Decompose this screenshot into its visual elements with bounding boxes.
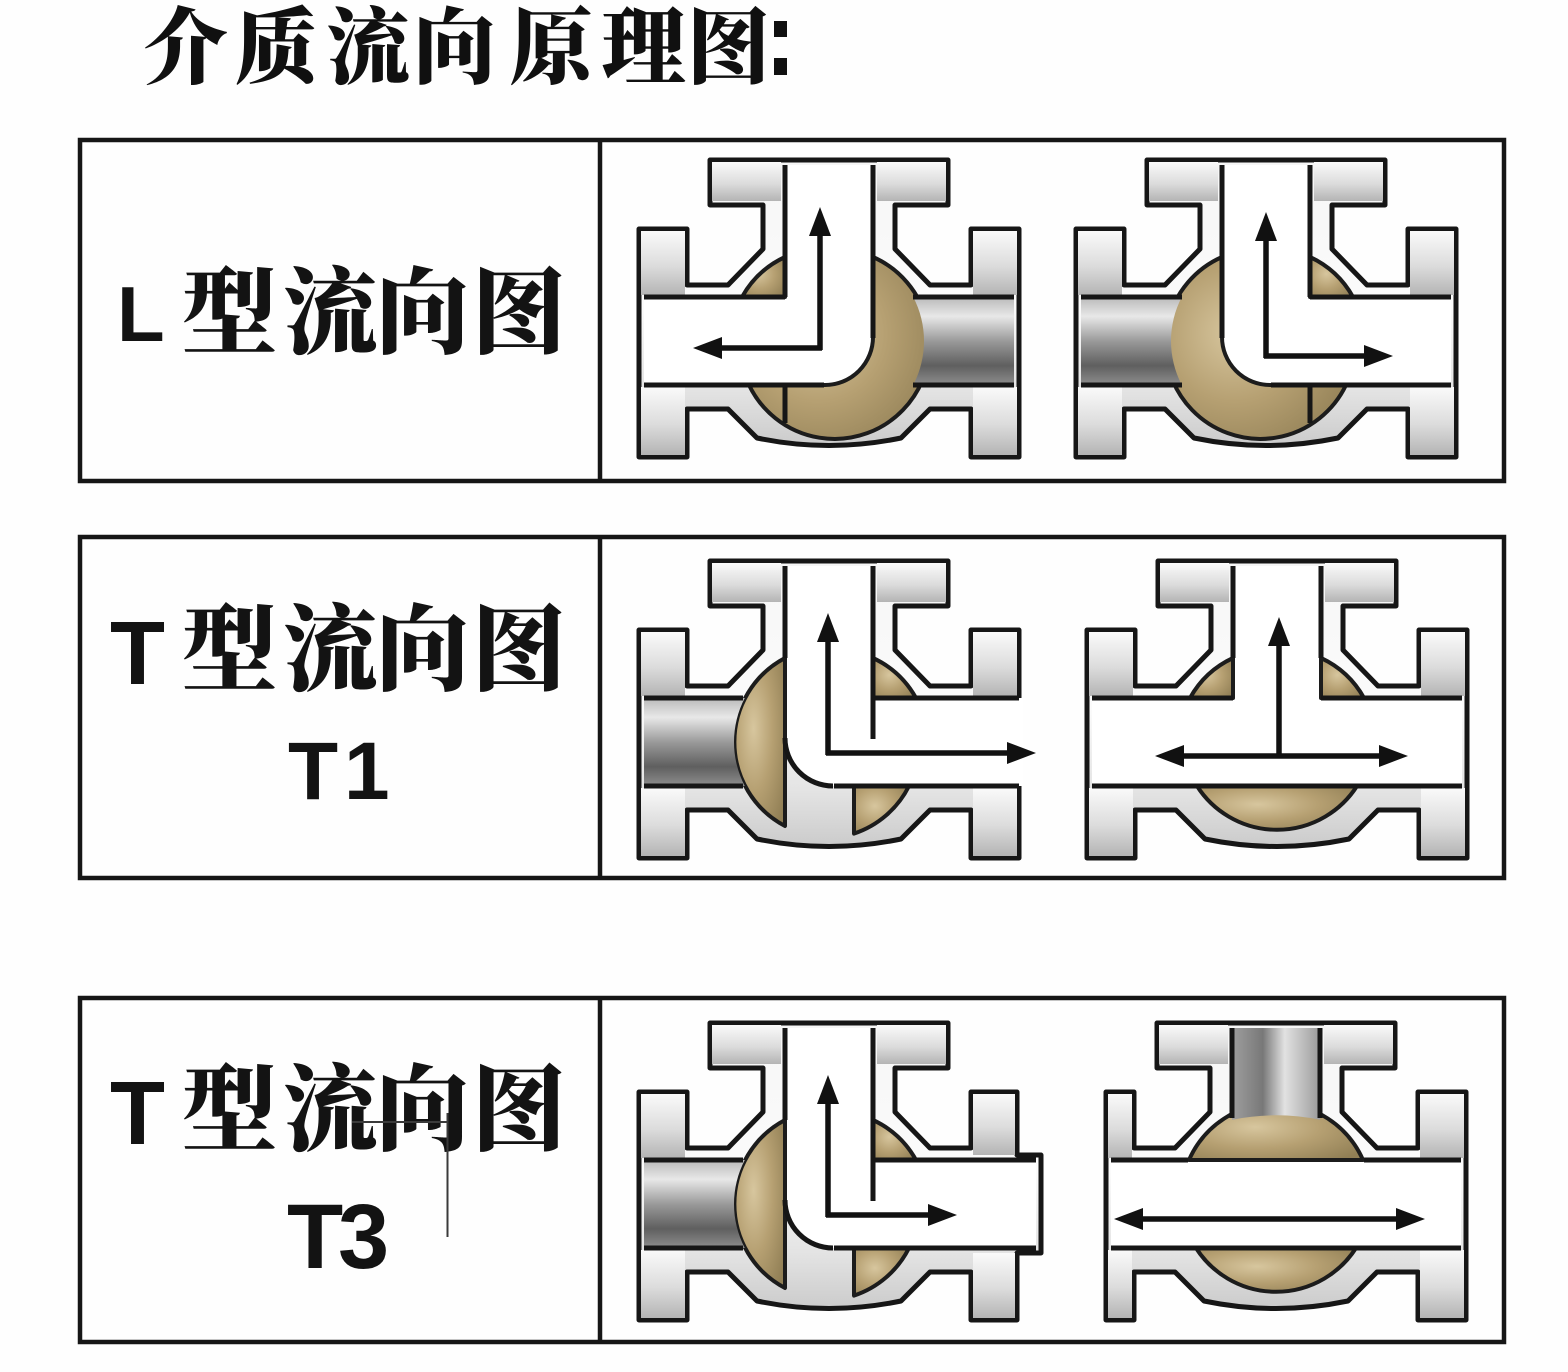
- svg-text:T: T: [110, 604, 165, 704]
- svg-text:L: L: [117, 270, 165, 358]
- svg-text:3: 3: [338, 1186, 389, 1288]
- svg-text:T: T: [288, 726, 338, 817]
- svg-text:T: T: [110, 1064, 165, 1164]
- svg-text:1: 1: [344, 726, 390, 817]
- svg-text:T: T: [287, 1186, 343, 1288]
